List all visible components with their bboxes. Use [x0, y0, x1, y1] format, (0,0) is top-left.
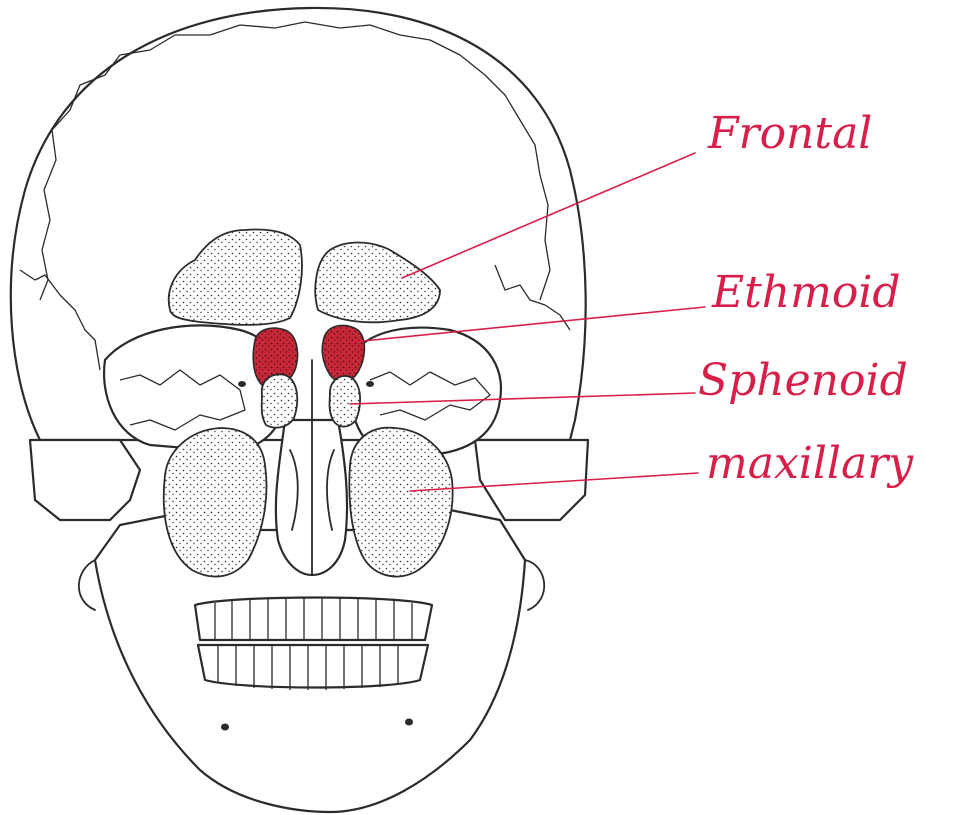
zygomatic-left	[30, 440, 140, 520]
label-maxillary: maxillary	[706, 438, 914, 489]
optic-foramen-right	[366, 381, 374, 387]
zygomatic-right	[475, 440, 588, 520]
label-sphenoid: Sphenoid	[698, 355, 908, 406]
mastoid-left	[79, 560, 95, 610]
sphenoid-sinus-left	[262, 374, 298, 427]
maxillary-sinus-left	[164, 428, 267, 577]
upper-teeth	[195, 598, 432, 641]
mastoid-right	[525, 560, 544, 610]
label-frontal: Frontal	[707, 108, 872, 159]
optic-foramen-left	[238, 381, 246, 387]
mental-foramen-left	[221, 724, 229, 731]
label-ethmoid: Ethmoid	[711, 267, 901, 318]
lower-teeth	[198, 645, 428, 688]
sphenoid-sinus-right	[330, 376, 361, 427]
mental-foramen-right	[405, 719, 413, 726]
